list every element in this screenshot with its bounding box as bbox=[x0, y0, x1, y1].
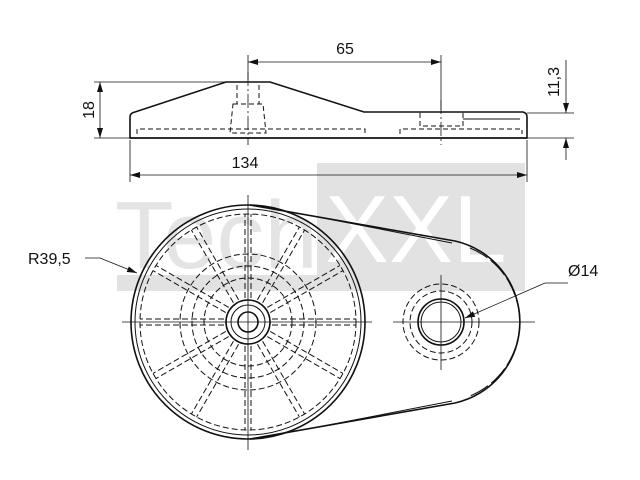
spoke-line bbox=[270, 330, 344, 374]
spoke-line bbox=[155, 264, 229, 308]
spoke-line bbox=[190, 229, 234, 303]
spoke-line bbox=[262, 229, 306, 303]
spoke-line bbox=[256, 344, 300, 418]
top-view bbox=[122, 195, 535, 450]
spoke-line bbox=[267, 336, 341, 380]
spoke-line bbox=[196, 226, 240, 300]
spoke-line bbox=[267, 264, 341, 308]
dim-134: 134 bbox=[232, 155, 259, 172]
watermark-xxl: XXL bbox=[325, 176, 506, 283]
spoke-line bbox=[190, 341, 234, 415]
spoke-line bbox=[152, 330, 226, 374]
spoke-line bbox=[152, 270, 226, 314]
watermark-tech: Tech bbox=[115, 182, 318, 289]
side-view bbox=[129, 72, 528, 145]
dim-radius: R39,5 bbox=[28, 251, 71, 268]
spoke-line bbox=[256, 226, 300, 300]
watermark: Tech XXL bbox=[115, 163, 525, 291]
spoke-line bbox=[196, 344, 240, 418]
dim-65: 65 bbox=[336, 41, 354, 58]
spoke-line bbox=[270, 270, 344, 314]
dim-11-3: 11,3 bbox=[546, 67, 563, 97]
dim-18: 18 bbox=[81, 101, 98, 119]
spoke-line bbox=[155, 336, 229, 380]
spoke-line bbox=[262, 341, 306, 415]
dimensions bbox=[85, 55, 574, 319]
dim-diameter: Ø14 bbox=[568, 263, 598, 280]
